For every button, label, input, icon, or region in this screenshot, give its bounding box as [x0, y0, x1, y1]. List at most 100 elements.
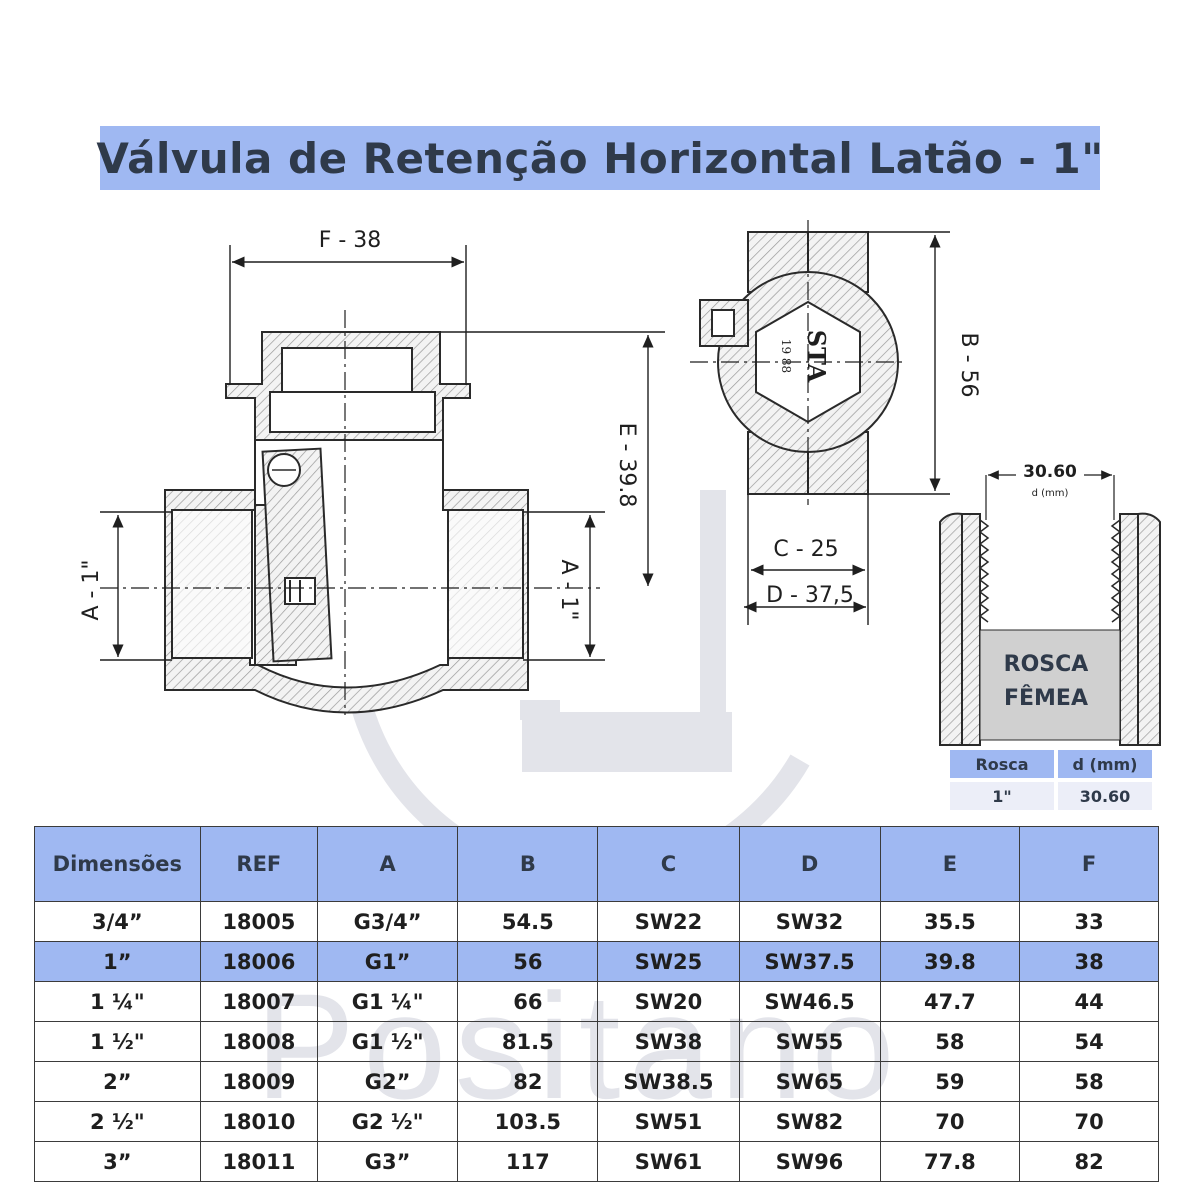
table-cell: 1 ¼": [34, 981, 201, 1022]
table-header-row: Dimensões REF A B C D E F: [34, 826, 1159, 902]
table-cell: 3/4”: [34, 901, 201, 942]
dim-A-left: A - 1": [79, 559, 104, 620]
table-cell: 1”: [34, 941, 201, 982]
table-cell: G3/4”: [317, 901, 459, 942]
table-cell: G2”: [317, 1061, 459, 1102]
year-mark: 19 88: [779, 339, 793, 373]
column-header: C: [597, 826, 740, 902]
thread-detail: [939, 512, 1161, 746]
table-cell: 117: [457, 1141, 599, 1182]
thread-table: Rosca d (mm) 1" 30.60: [946, 746, 1156, 814]
table-cell: SW37.5: [738, 941, 881, 982]
table-cell: 82: [1019, 1141, 1159, 1182]
table-cell: SW22: [597, 901, 740, 942]
table-cell: 2”: [34, 1061, 201, 1102]
table-cell: SW20: [597, 981, 740, 1022]
table-cell: SW32: [738, 901, 881, 942]
thread-table-row: 1" 30.60: [950, 782, 1152, 810]
table-cell: 18007: [199, 981, 319, 1022]
thread-table-header-cell: Rosca: [950, 750, 1054, 778]
table-cell: 56: [457, 941, 599, 982]
table-cell: 33: [1019, 901, 1159, 942]
technical-drawing: F - 38 E - 39.8 A - 1" A - 1" STA 19 88: [79, 220, 1161, 746]
thread-label: ROSCA FÊMEA: [976, 648, 1116, 716]
dim-C: C - 25: [773, 537, 838, 562]
column-header: F: [1019, 826, 1159, 902]
table-cell: 81.5: [457, 1021, 599, 1062]
page-title: Válvula de Retenção Horizontal Latão - 1…: [96, 133, 1104, 183]
valve-section-view: [164, 331, 529, 714]
thread-table-header-cell: d (mm): [1058, 750, 1152, 778]
table-cell: 18009: [199, 1061, 319, 1102]
thread-table-cell: 1": [950, 782, 1054, 810]
column-header: A: [317, 826, 459, 902]
table-cell: SW65: [738, 1061, 881, 1102]
table-cell: 38: [1019, 941, 1159, 982]
table-cell: 70: [1019, 1101, 1159, 1142]
thread-label-line2: FÊMEA: [1003, 686, 1088, 711]
table-cell: SW61: [597, 1141, 740, 1182]
column-header: Dimensões: [34, 826, 201, 902]
table-cell: 70: [879, 1101, 1021, 1142]
table-cell: 77.8: [879, 1141, 1021, 1182]
table-cell: 3”: [34, 1141, 201, 1182]
table-cell: 54: [1019, 1021, 1159, 1062]
table-cell: 2 ½": [34, 1101, 201, 1142]
table-cell: 59: [879, 1061, 1021, 1102]
table-cell: SW38: [597, 1021, 740, 1062]
table-cell: SW55: [738, 1021, 881, 1062]
table-cell: SW51: [597, 1101, 740, 1142]
thread-table-cell: 30.60: [1058, 782, 1152, 810]
column-header: E: [879, 826, 1021, 902]
table-cell: 66: [457, 981, 599, 1022]
table-cell: SW46.5: [738, 981, 881, 1022]
table-cell: SW82: [738, 1101, 881, 1142]
dim-F: F - 38: [319, 228, 382, 253]
thread-label-line1: ROSCA: [1003, 652, 1089, 677]
table-cell: 18006: [199, 941, 319, 982]
table-cell: 54.5: [457, 901, 599, 942]
table-cell: SW25: [597, 941, 740, 982]
column-header: D: [738, 826, 881, 902]
dim-E: E - 39.8: [614, 423, 639, 508]
table-cell: 18005: [199, 901, 319, 942]
column-header: REF: [199, 826, 319, 902]
valve-side-view: [699, 231, 899, 495]
table-cell: 1 ½": [34, 1021, 201, 1062]
table-cell: G1 ½": [317, 1021, 459, 1062]
table-cell: G1 ¼": [317, 981, 459, 1022]
table-cell: 47.7: [879, 981, 1021, 1022]
table-cell: 39.8: [879, 941, 1021, 982]
sta-logo: STA: [802, 330, 831, 383]
table-cell: SW96: [738, 1141, 881, 1182]
table-cell: G3”: [317, 1141, 459, 1182]
thread-d-value: 30.60: [1023, 462, 1077, 482]
title-bar: Válvula de Retenção Horizontal Latão - 1…: [96, 126, 1103, 190]
table-cell: 44: [1019, 981, 1159, 1022]
table-cell: 18008: [199, 1021, 319, 1062]
thread-table-header: Rosca d (mm): [950, 750, 1152, 778]
dim-B: B - 56: [956, 332, 981, 397]
table-cell: 35.5: [879, 901, 1021, 942]
dim-A-right: A - 1": [556, 559, 581, 620]
table-cell: 18011: [199, 1141, 319, 1182]
table-cell: 103.5: [457, 1101, 599, 1142]
column-header: B: [457, 826, 599, 902]
dim-D: D - 37,5: [766, 583, 854, 608]
table-cell: 82: [457, 1061, 599, 1102]
thread-d-unit: d (mm): [1031, 488, 1069, 499]
table-cell: G1”: [317, 941, 459, 982]
table-cell: 58: [879, 1021, 1021, 1062]
table-cell: 18010: [199, 1101, 319, 1142]
table-cell: 58: [1019, 1061, 1159, 1102]
table-cell: G2 ½": [317, 1101, 459, 1142]
